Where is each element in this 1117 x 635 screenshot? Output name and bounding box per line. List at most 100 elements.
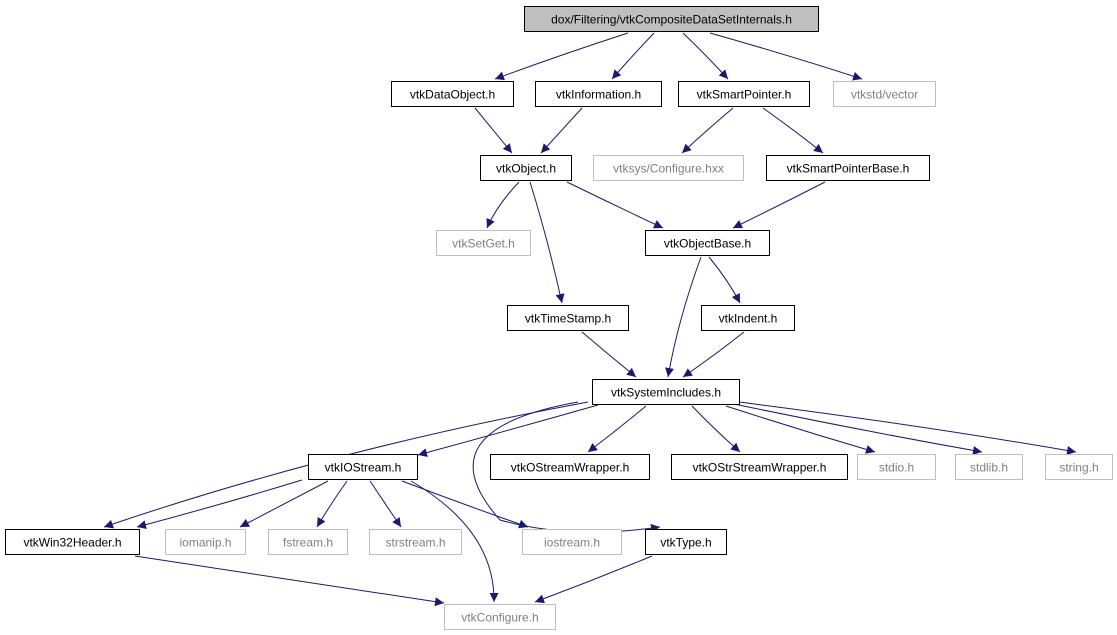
node-box-iostream_h	[308, 454, 418, 480]
node-box-objectbase	[645, 230, 770, 256]
node-iostream: iostream.h	[522, 529, 622, 555]
node-label-type: vtkType.h	[660, 536, 711, 550]
edge-iostream_h-to-iostream	[401, 480, 529, 529]
edge-iostream_h-to-strstream	[369, 480, 402, 528]
node-dataobject[interactable]: vtkDataObject.h	[391, 81, 514, 107]
edge-smartpointerbase-to-objectbase	[732, 181, 826, 229]
edge-root-to-vector	[709, 32, 863, 81]
node-label-stdlib: stdlib.h	[970, 461, 1008, 475]
node-label-information: vtkInformation.h	[556, 88, 641, 102]
edge-timestamp-to-systemincludes	[581, 331, 637, 378]
node-box-stdio	[857, 454, 936, 480]
node-label-setget: vtkSetGet.h	[452, 237, 515, 251]
node-box-string	[1045, 454, 1113, 480]
node-label-configure: vtkConfigure.h	[461, 611, 538, 625]
node-label-objectbase: vtkObjectBase.h	[664, 237, 751, 251]
node-label-indent: vtkIndent.h	[719, 312, 778, 326]
node-label-ostrstreamwrapper: vtkOStrStreamWrapper.h	[693, 461, 827, 475]
node-box-win32header	[5, 529, 140, 555]
edge-indent-to-systemincludes	[682, 331, 745, 378]
node-smartpointer[interactable]: vtkSmartPointer.h	[678, 81, 810, 107]
node-box-configure	[444, 604, 556, 630]
node-label-configurehxx: vtksys/Configure.hxx	[613, 162, 724, 176]
node-box-type	[645, 529, 727, 555]
node-box-information	[535, 81, 662, 107]
node-type[interactable]: vtkType.h	[645, 529, 727, 555]
node-strstream: strstream.h	[369, 529, 462, 555]
edge-root-to-smartpointer	[682, 32, 729, 80]
node-box-object	[480, 155, 572, 181]
edge-systemincludes-to-ostreamwrapper	[587, 405, 647, 453]
node-label-ostreamwrapper: vtkOStreamWrapper.h	[511, 461, 630, 475]
node-box-root	[524, 6, 819, 32]
node-ostreamwrapper[interactable]: vtkOStreamWrapper.h	[490, 454, 650, 480]
node-string: string.h	[1045, 454, 1113, 480]
edge-win32header-to-configure	[134, 555, 445, 607]
edge-object-to-setget	[486, 181, 520, 229]
node-fstream: fstream.h	[268, 529, 348, 555]
node-label-smartpointer: vtkSmartPointer.h	[697, 88, 792, 102]
edge-systemincludes-to-string	[738, 401, 1077, 455]
edge-dataobject-to-object	[474, 107, 513, 154]
node-box-ostreamwrapper	[490, 454, 650, 480]
node-ostrstreamwrapper[interactable]: vtkOStrStreamWrapper.h	[671, 454, 848, 480]
node-label-iostream: iostream.h	[544, 536, 600, 550]
node-box-vector	[833, 81, 936, 107]
node-setget: vtkSetGet.h	[436, 230, 531, 256]
node-box-indent	[701, 305, 795, 331]
node-label-iomanip: iomanip.h	[179, 536, 231, 550]
node-label-dataobject: vtkDataObject.h	[410, 88, 495, 102]
edge-object-to-timestamp	[529, 181, 565, 304]
edge-iostream_h-to-configure	[410, 480, 499, 603]
node-indent[interactable]: vtkIndent.h	[701, 305, 795, 331]
node-box-systemincludes	[592, 379, 740, 405]
node-box-stdlib	[955, 454, 1023, 480]
node-box-configurehxx	[593, 155, 744, 181]
node-objectbase[interactable]: vtkObjectBase.h	[645, 230, 770, 256]
node-label-timestamp: vtkTimeStamp.h	[525, 312, 611, 326]
node-label-string: string.h	[1059, 461, 1098, 475]
node-label-stdio: stdio.h	[879, 461, 914, 475]
node-box-setget	[436, 230, 531, 256]
edge-smartpointer-to-smartpointerbase	[762, 107, 824, 154]
edge-type-to-configure	[534, 555, 653, 604]
node-box-smartpointerbase	[766, 155, 930, 181]
node-systemincludes[interactable]: vtkSystemIncludes.h	[592, 379, 740, 405]
node-label-strstream: strstream.h	[385, 536, 445, 550]
node-label-win32header: vtkWin32Header.h	[23, 536, 121, 550]
node-timestamp[interactable]: vtkTimeStamp.h	[507, 305, 629, 331]
node-box-dataobject	[391, 81, 514, 107]
node-box-strstream	[369, 529, 462, 555]
node-stdio: stdio.h	[857, 454, 936, 480]
edge-root-to-information	[611, 32, 655, 80]
node-box-iostream	[522, 529, 622, 555]
node-smartpointerbase[interactable]: vtkSmartPointerBase.h	[766, 155, 930, 181]
edge-object-to-objectbase	[566, 181, 664, 229]
node-box-timestamp	[507, 305, 629, 331]
edge-iostream_h-to-iomanip	[239, 480, 329, 528]
node-information[interactable]: vtkInformation.h	[535, 81, 662, 107]
edge-smartpointer-to-configurehxx	[681, 107, 734, 154]
node-label-systemincludes: vtkSystemIncludes.h	[611, 386, 721, 400]
node-root[interactable]: dox/Filtering/vtkCompositeDataSetInterna…	[524, 6, 819, 32]
node-box-ostrstreamwrapper	[671, 454, 848, 480]
edge-information-to-object	[540, 107, 583, 154]
node-box-smartpointer	[678, 81, 810, 107]
edge-systemincludes-to-iostream_h	[417, 404, 599, 457]
node-win32header[interactable]: vtkWin32Header.h	[5, 529, 140, 555]
node-configure: vtkConfigure.h	[444, 604, 556, 630]
node-label-object: vtkObject.h	[496, 162, 556, 176]
edge-objectbase-to-indent	[708, 256, 741, 304]
node-iomanip: iomanip.h	[165, 529, 246, 555]
node-label-root: dox/Filtering/vtkCompositeDataSetInterna…	[551, 13, 792, 27]
node-label-smartpointerbase: vtkSmartPointerBase.h	[787, 162, 910, 176]
node-configurehxx: vtksys/Configure.hxx	[593, 155, 744, 181]
node-iostream_h[interactable]: vtkIOStream.h	[308, 454, 418, 480]
node-object[interactable]: vtkObject.h	[480, 155, 572, 181]
edge-iostream_h-to-fstream	[316, 480, 348, 528]
edge-systemincludes-to-stdio	[725, 405, 876, 454]
edge-systemincludes-to-ostrstreamwrapper	[691, 405, 741, 453]
node-label-vector: vtkstd/vector	[851, 88, 918, 102]
edge-iostream_h-to-win32header	[136, 479, 303, 530]
